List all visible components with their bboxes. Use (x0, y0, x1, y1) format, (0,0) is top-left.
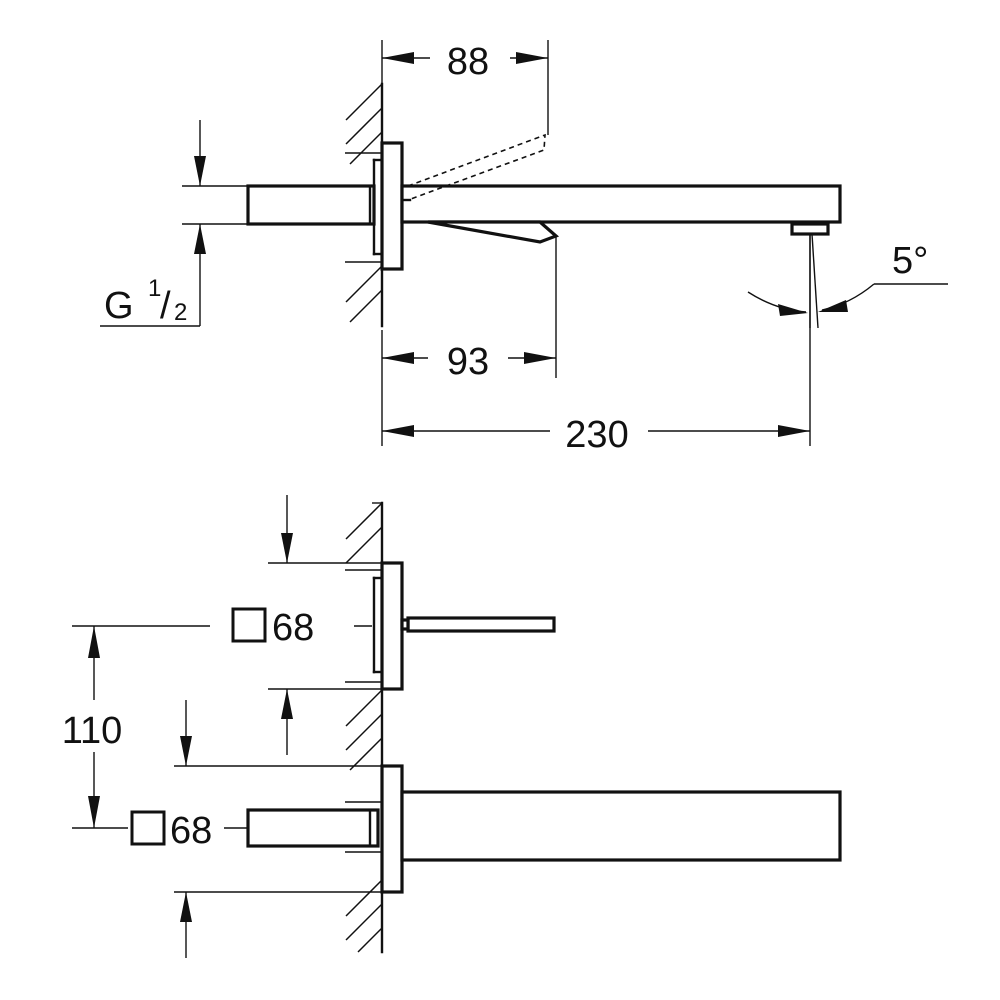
spout-front (400, 790, 842, 862)
square-68-top-label: 68 (272, 607, 314, 649)
lever-raised-dashed (407, 133, 546, 201)
dim-88-label: 88 (447, 41, 489, 83)
wall-plate-side (380, 141, 404, 271)
thread-label-slash: / (160, 285, 171, 327)
square-symbol-top (231, 607, 267, 643)
wall-hatch-bottom (345, 502, 383, 953)
square-symbol-bottom (130, 810, 166, 846)
dim-110-label: 110 (62, 710, 123, 752)
thread-label-g: G (104, 285, 134, 327)
lever-plate-front (380, 561, 404, 691)
valve-body-front (246, 808, 380, 848)
wall-hatch-top (345, 83, 383, 323)
spout-plate-front (380, 764, 404, 894)
dimension-93: 93 (381, 236, 557, 383)
dimension-thread: G 1 / 2 (100, 120, 248, 327)
lever-side (427, 220, 560, 244)
spout-side (400, 184, 842, 224)
dim-230-label: 230 (565, 414, 628, 456)
thread-label-den: 2 (174, 299, 187, 326)
valve-body-side (246, 184, 376, 226)
dimension-88: 88 (381, 40, 549, 135)
dim-93-label: 93 (447, 341, 489, 383)
thread-label-num: 1 (148, 275, 161, 302)
dimension-angle: 5° (747, 233, 948, 329)
side-view: 88 93 230 (100, 40, 948, 456)
angle-label: 5° (892, 240, 928, 282)
front-view: 68 110 68 (62, 495, 842, 958)
lever-handle-front (406, 616, 556, 633)
square-68-bottom-label: 68 (170, 810, 212, 852)
dimension-plate-bottom: 68 (130, 700, 382, 958)
dimension-110: 110 (62, 625, 210, 829)
aerator (790, 222, 830, 236)
dimension-230: 230 (381, 234, 811, 456)
dimension-plate-top: 68 (231, 495, 382, 755)
